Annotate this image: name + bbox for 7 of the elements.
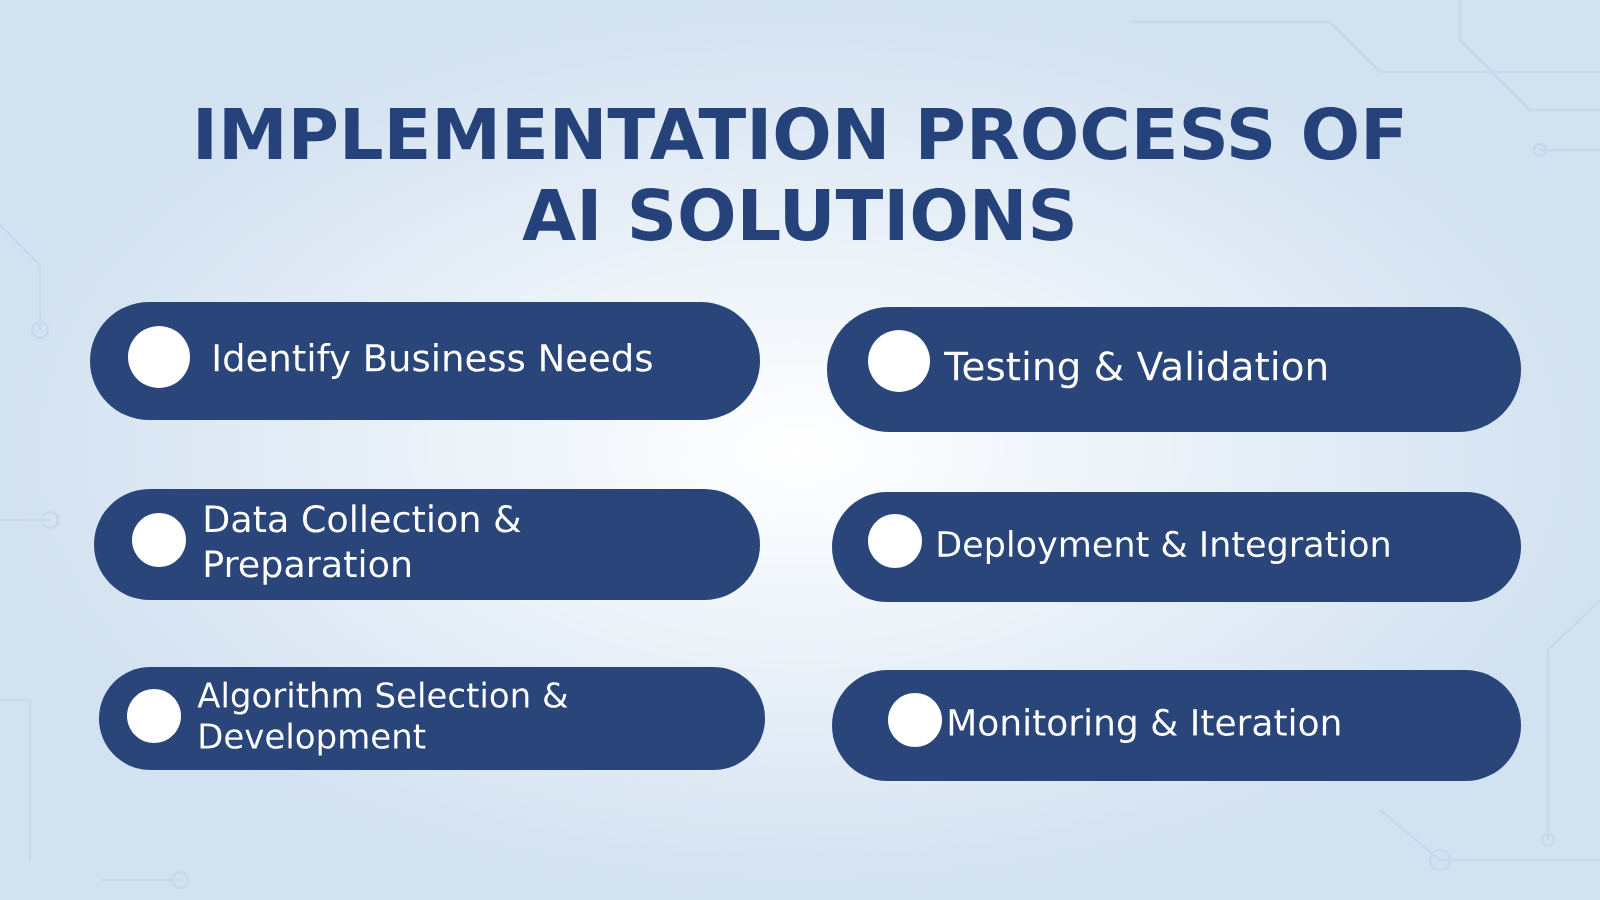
title: IMPLEMENTATION PROCESS OF AI SOLUTIONS <box>198 107 1403 241</box>
step-pill: Deployment & Integration <box>832 492 1522 602</box>
step-pill: Algorithm Selection & Development <box>99 667 765 770</box>
step-pill: Data Collection & Preparation <box>94 489 760 600</box>
step-pill: Monitoring & Iteration <box>832 670 1522 781</box>
step-pill: Identify Business Needs <box>90 302 760 420</box>
step-pill: Testing & Validation <box>827 307 1522 432</box>
